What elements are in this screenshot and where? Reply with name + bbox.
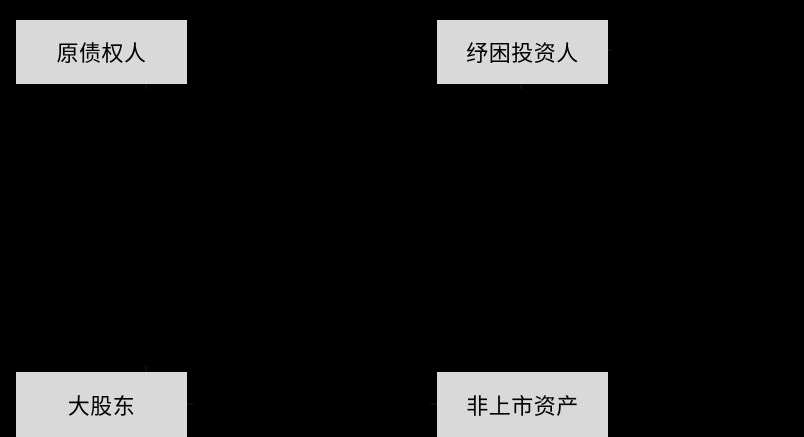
- node-major-shareholder: 大股东: [16, 372, 187, 437]
- node-label-distressed-investor: 纾困投资人: [466, 42, 579, 67]
- node-unlisted-assets: 非上市资产: [437, 372, 608, 437]
- node-label-original-creditor: 原债权人: [56, 42, 147, 67]
- node-distressed-investor: 纾困投资人: [437, 20, 608, 84]
- node-original-creditor: 原债权人: [16, 20, 187, 84]
- node-label-unlisted-assets: 非上市资产: [466, 394, 579, 420]
- node-label-major-shareholder: 大股东: [67, 394, 136, 420]
